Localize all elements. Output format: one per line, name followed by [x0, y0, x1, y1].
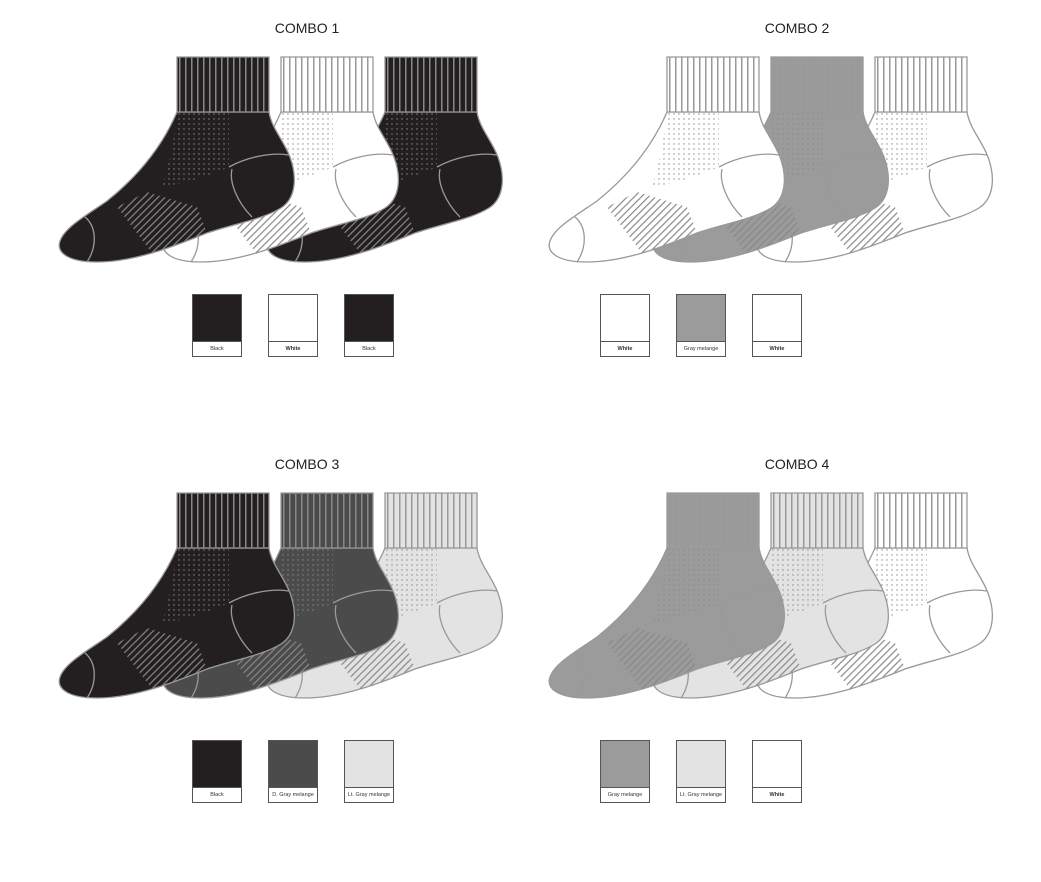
color-swatch: Black [192, 740, 242, 803]
sock-foot [548, 547, 786, 699]
color-swatch: Black [344, 294, 394, 357]
sock [548, 492, 786, 699]
color-swatch: Black [192, 294, 242, 357]
sock-foot [548, 111, 786, 263]
color-swatch: Gray melange [600, 740, 650, 803]
swatch-color [345, 295, 393, 343]
sock [548, 56, 786, 263]
color-swatch: White [268, 294, 318, 357]
swatch-color [601, 741, 649, 789]
combo-title: COMBO 3 [274, 456, 340, 472]
color-swatch: Lt. Gray melange [676, 740, 726, 803]
color-swatch: White [752, 294, 802, 357]
sock-arch-rib [117, 628, 207, 689]
swatch-label: Black [345, 341, 393, 356]
color-swatch: Lt. Gray melange [344, 740, 394, 803]
color-swatch: D. Gray melange [268, 740, 318, 803]
swatch-label: D. Gray melange [269, 787, 317, 802]
sock-arch-rib [607, 192, 697, 253]
sock [58, 56, 296, 263]
combo-title: COMBO 2 [764, 20, 830, 36]
swatch-color [601, 295, 649, 343]
sock-mesh-panel [162, 112, 229, 187]
swatch-label: White [269, 341, 317, 356]
color-swatch: Gray melange [676, 294, 726, 357]
swatch-color [753, 295, 801, 343]
swatch-color [269, 741, 317, 789]
sock-mesh-panel [652, 548, 719, 623]
sock [58, 492, 296, 699]
combo-title: COMBO 1 [274, 20, 340, 36]
sock-arch-rib [607, 628, 697, 689]
swatch-label: Black [193, 341, 241, 356]
swatch-color [753, 741, 801, 789]
swatch-color [677, 741, 725, 789]
sock-foot [58, 111, 296, 263]
swatch-label: White [753, 787, 801, 802]
swatch-label: Lt. Gray melange [677, 787, 725, 802]
sock-foot [58, 547, 296, 699]
swatch-color [345, 741, 393, 789]
sock-arch-rib [117, 192, 207, 253]
sock-mesh-panel [652, 112, 719, 187]
swatch-label: White [601, 341, 649, 356]
sock-mesh-panel [162, 548, 229, 623]
swatch-color [193, 295, 241, 343]
swatch-color [269, 295, 317, 343]
swatch-label: Black [193, 787, 241, 802]
color-swatch: White [600, 294, 650, 357]
swatch-label: White [753, 341, 801, 356]
swatch-label: Lt. Gray melange [345, 787, 393, 802]
swatch-label: Gray melange [677, 341, 725, 356]
swatch-color [677, 295, 725, 343]
combo-title: COMBO 4 [764, 456, 830, 472]
color-swatch: White [752, 740, 802, 803]
swatch-label: Gray melange [601, 787, 649, 802]
swatch-color [193, 741, 241, 789]
